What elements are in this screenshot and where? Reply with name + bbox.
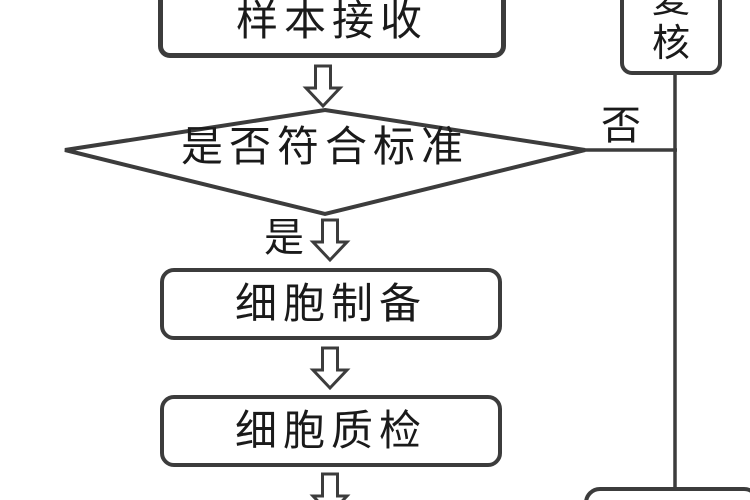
no-branch-label: 否 [601,104,641,148]
decision-label: 是否符合标准 [180,123,469,170]
node-sample-reception: 样本接收 [158,0,506,58]
node-cell-preparation-label: 细胞制备 [234,280,427,327]
node-sample-reception-label: 样本接收 [235,0,428,44]
node-review: 复核 [620,0,722,75]
bottom-node-partial [584,487,750,500]
node-review-label: 复核 [651,0,690,65]
arrow-down-icon [309,472,351,500]
yes-branch-label: 是 [264,216,304,260]
decision-diamond-shape [64,107,586,217]
node-cell-quality-check-label: 细胞质检 [234,407,427,454]
node-cell-quality-check: 细胞质检 [160,395,502,467]
arrow-down-icon [309,218,351,263]
arrow-down-icon [302,64,344,109]
arrow-down-icon [309,346,351,391]
node-cell-preparation: 细胞制备 [160,268,502,340]
